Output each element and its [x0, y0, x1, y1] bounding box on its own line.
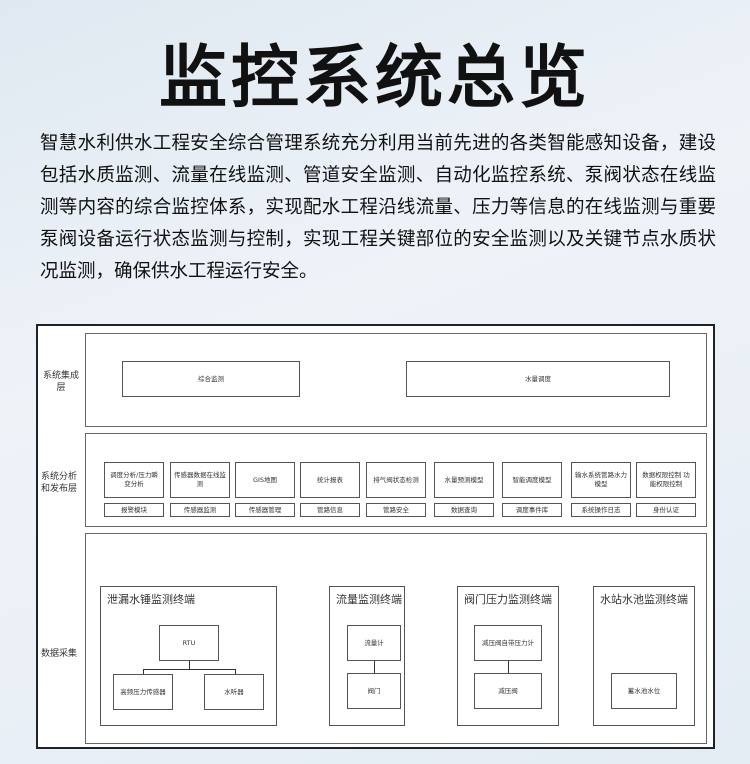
- analysis-module: 传感器数据在线监测: [170, 462, 230, 498]
- device-box: 高频压力传感器: [113, 674, 173, 710]
- analysis-module: 数据权限控制 功能权限控制: [636, 462, 696, 498]
- architecture-diagram: 系统集成层 综合监测 水量调度 系统分析和发布层 调度分析/压力瞬变分析报警模块…: [36, 324, 715, 749]
- collection-layer: 泄漏水锤监测终端 RTU 高频压力传感器 水听器 流量监测终端 流量计 阀门 阀…: [85, 533, 707, 744]
- integration-item: 水量调度: [406, 361, 670, 397]
- analysis-function: 系统操作日志: [571, 503, 631, 517]
- device-box: 流量计: [347, 625, 401, 661]
- analysis-module: 统计报表: [300, 462, 360, 498]
- analysis-module: 排气阀状态检测: [366, 462, 426, 498]
- device-box: 水听器: [204, 674, 264, 710]
- device-box: RTU: [159, 625, 219, 661]
- page-title: 监控系统总览: [158, 39, 591, 118]
- analysis-module: 输水系统管路水力模型: [571, 462, 631, 498]
- analysis-function: 身份认证: [636, 503, 696, 517]
- layer-label-analysis: 系统分析和发布层: [41, 472, 78, 494]
- terminal-title: 阀门压力监测终端: [464, 593, 552, 606]
- intro-paragraph: 智慧水利供水工程安全综合管理系统充分利用当前先进的各类智能感知设备，建设包括水质…: [40, 133, 716, 282]
- analysis-layer: 调度分析/压力瞬变分析报警模块传感器数据在线监测传感器监测 GIS地图传感器管理统…: [85, 433, 707, 527]
- analysis-function: 传感器管理: [235, 503, 295, 517]
- terminal-station-pool: 水站水池监测终端 蓄水池水位: [593, 586, 695, 726]
- device-box: 阀门: [347, 673, 401, 709]
- device-box: 减压阀: [474, 673, 542, 709]
- terminal-title: 泄漏水锤监测终端: [107, 593, 195, 606]
- device-box: 蓄水池水位: [611, 673, 677, 709]
- terminal-valve-pressure: 阀门压力监测终端 减压阀自带压力计 减压阀: [457, 586, 559, 726]
- integration-layer: 综合监测 水量调度: [85, 333, 707, 427]
- analysis-function: 管路信息: [300, 503, 360, 517]
- analysis-function: 数据查询: [434, 503, 494, 517]
- integration-item: 综合监测: [122, 361, 300, 397]
- analysis-module: 智能调度模型: [502, 462, 562, 498]
- device-box: 减压阀自带压力计: [474, 625, 542, 661]
- analysis-function: 调度事件库: [502, 503, 562, 517]
- layer-label-integration: 系统集成层: [42, 371, 79, 393]
- analysis-module: 水量预测模型: [434, 462, 494, 498]
- terminal-leak-waterhammer: 泄漏水锤监测终端 RTU 高频压力传感器 水听器: [100, 586, 277, 726]
- layer-label-collection: 数据采集: [41, 649, 78, 659]
- terminal-title: 水站水池监测终端: [600, 593, 688, 606]
- analysis-function: 传感器监测: [170, 503, 230, 517]
- terminal-flow: 流量监测终端 流量计 阀门: [329, 586, 405, 726]
- analysis-function: 报警模块: [104, 503, 164, 517]
- analysis-function: 管路安全: [366, 503, 426, 517]
- analysis-module: GIS地图: [235, 462, 295, 498]
- terminal-title: 流量监测终端: [336, 593, 402, 606]
- analysis-module: 调度分析/压力瞬变分析: [104, 462, 164, 498]
